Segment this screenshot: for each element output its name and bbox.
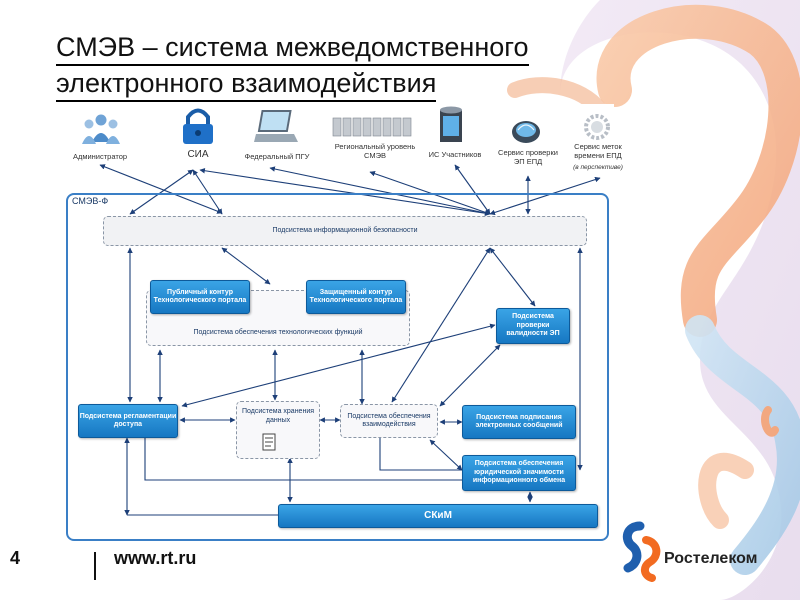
- laptop-icon: [252, 108, 300, 146]
- top-icon-label-regional: Региональный уровень СМЭВ: [334, 142, 416, 160]
- top-icon-sublabel: (в перспективе): [573, 164, 623, 171]
- top-icon-label-sia: СИА: [187, 149, 209, 160]
- access-regulation-box: Подсистема регламентации доступа: [78, 404, 178, 438]
- public-portal-box: Публичный контур Технологического портал…: [150, 280, 250, 314]
- database-icon: [438, 106, 464, 146]
- top-icon-label-fpgu: Федеральный ПГУ: [244, 152, 310, 161]
- top-icon-label-timestamps: Сервис меток времени ЕПД: [574, 142, 622, 160]
- security-subsystem: Подсистема информационной безопасности: [103, 216, 587, 246]
- servers-icon: [332, 116, 414, 138]
- container-label: СМЭВ-Ф: [72, 196, 109, 206]
- lock-icon: [178, 106, 218, 146]
- signing-box: Подсистема подписания электронных сообще…: [462, 405, 576, 439]
- skim-box: СКиМ: [278, 504, 598, 528]
- users-icon: [80, 112, 122, 148]
- tech-functions-label: Подсистема обеспечения технологических ф…: [193, 328, 363, 336]
- storage-box: Подсистема хранения данных: [236, 401, 320, 459]
- top-icon-label-is: ИС Участников: [428, 150, 482, 159]
- globe-icon: [510, 116, 542, 146]
- smev-f-container: [66, 193, 609, 541]
- interaction-box: Подсистема обеспечения взаимодействия: [340, 404, 438, 438]
- legal-significance-box: Подсистема обеспечения юридической значи…: [462, 455, 576, 491]
- protected-portal-box: Защищенный контур Технологического порта…: [306, 280, 406, 314]
- top-icon-label-admin: Администратор: [72, 152, 128, 161]
- brand-logo-icon: [618, 520, 664, 582]
- document-icon: [262, 433, 276, 451]
- brand-name: Ростелеком: [664, 550, 758, 567]
- website-link[interactable]: www.rt.ru: [114, 548, 197, 568]
- page-title-line1: СМЭВ – система межведомственного: [56, 30, 529, 66]
- top-icon-label-ep: Сервис проверки ЭП ЕПД: [498, 148, 558, 166]
- footer-divider: [94, 552, 96, 580]
- gear-icon: [584, 114, 610, 140]
- page-title-line2: электронного взаимодействия: [56, 66, 437, 102]
- storage-label: Подсистема хранения данных: [241, 408, 315, 424]
- signature-check-box: Подсистема проверки валидности ЭП: [496, 308, 570, 344]
- page-number: 4: [10, 548, 21, 568]
